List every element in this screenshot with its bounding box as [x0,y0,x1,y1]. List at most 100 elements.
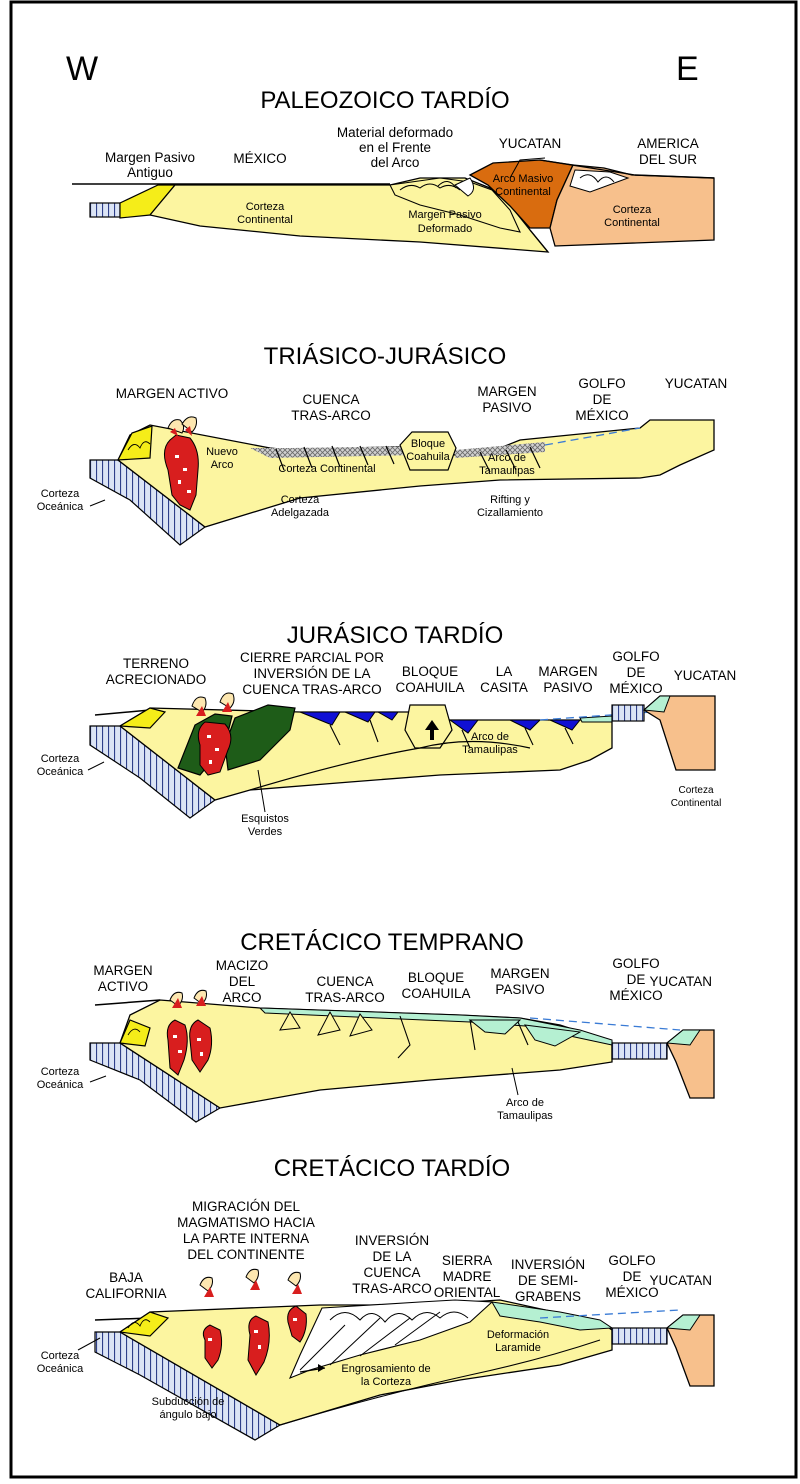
panel-title: JURÁSICO TARDÍO [287,622,503,649]
label-baja-2: CALIFORNIA [85,1286,166,1301]
label-baja-1: BAJA [109,1270,143,1285]
label-arco-masivo-1: Arco Masivo [493,173,554,185]
label-bloque-2: Coahuila [406,451,450,463]
label-arco-tamaulipas-2: Tamaulipas [462,744,518,756]
gulf-oceanic-crust [612,1043,667,1059]
label-arco-tamaulipas-2: Tamaulipas [479,465,535,477]
panel-jurasico-tardio: JURÁSICO TARDÍO [37,622,737,838]
label-margen-pasivo-antiguo-2: Antiguo [127,165,173,180]
label-inversion-semi-3: GRABENS [515,1289,581,1304]
label-material-3: del Arco [371,155,420,170]
panel-title: CRETÁCICO TARDÍO [274,1155,510,1182]
label-terreno-1: TERRENO [123,656,189,671]
label-rifting-1: Rifting y [490,494,530,506]
label-laramide-2: Laramide [495,1342,541,1354]
label-migracion-3: LA PARTE INTERNA [183,1231,309,1246]
label-material-1: Material deformado [337,125,453,140]
label-inversion-cuenca-3: CUENCA [363,1265,420,1280]
label-inversion-cuenca-2: DE LA [372,1249,411,1264]
label-corteza-adelgazada-1: Corteza [281,494,320,506]
label-margen-pasivo-2: PASIVO [482,400,531,415]
label-golfo-3: MÉXICO [609,681,662,696]
label-inversion-semi-2: DE SEMI- [518,1273,578,1288]
label-margen-pasivo-2: PASIVO [495,982,544,997]
label-cierre-2: INVERSIÓN DE LA [253,666,370,681]
label-yucatan: YUCATAN [674,668,737,683]
panel-cretacico-temprano: CRETÁCICO TEMPRANO MARGEN ACTIVO MACIZO … [37,929,714,1122]
label-america-2: DEL SUR [639,152,697,167]
label-cuenca-2: TRAS-ARCO [291,408,371,423]
label-sierra-1: SIERRA [442,1253,492,1268]
label-yucatan: YUCATAN [649,1273,712,1288]
label-macizo-3: ARCO [222,990,261,1005]
label-golfo-3: MÉXICO [609,988,662,1003]
label-subduccion-1: Subducción de [152,1396,225,1408]
label-arco-masivo-2: Continental [495,186,551,198]
label-corteza-2: Continental [237,214,293,226]
label-corteza-continental: Corteza Continental [278,463,375,475]
label-bloque-2: COAHUILA [395,680,464,695]
label-macizo-1: MACIZO [216,958,269,973]
label-engrosamiento-1: Engrosamiento de [341,1363,430,1375]
oceanic-crust-block [90,203,120,217]
label-corteza-sa-2: Continental [604,217,660,229]
panel-title: PALEOZOICO TARDÍO [260,87,509,114]
label-golfo-2: DE [627,665,646,680]
label-laramide-1: Deformación [487,1329,549,1341]
label-esquistos-2: Verdes [248,826,283,838]
label-macizo-2: DEL [229,974,256,989]
label-rifting-2: Cizallamiento [477,507,543,519]
label-migracion-2: MAGMATISMO HACIA [177,1215,315,1230]
label-arco-tamaulipas-1: Arco de [488,452,526,464]
panel-triasico-jurasico: TRIÁSICO-JURÁSICO MARGEN ACTIVO CUENCA T… [37,343,728,545]
label-america-1: AMERICA [637,136,699,151]
label-margen-activo: MARGEN ACTIVO [116,386,229,401]
label-bloque-2: COAHUILA [401,986,470,1001]
label-margen-activo-2: ACTIVO [98,979,148,994]
gulf-oceanic-crust [612,1328,667,1344]
label-nuevo-arco-1: Nuevo [206,446,238,458]
label-cuenca-2: TRAS-ARCO [305,990,385,1005]
label-cuenca-1: CUENCA [316,974,373,989]
label-corteza-continental-1: Corteza [678,785,713,796]
label-margen-pasivo-2: PASIVO [543,680,592,695]
label-inversion-cuenca-4: TRAS-ARCO [352,1281,432,1296]
label-corteza-1: Corteza [246,201,285,213]
label-corteza-oceanica-1: Corteza [41,1350,80,1362]
label-corteza-oceanica-2: Oceánica [37,501,84,513]
label-sierra-3: ORIENTAL [434,1285,501,1300]
label-margen-deformado-1: Margen Pasivo [408,209,481,221]
panel-title: CRETÁCICO TEMPRANO [240,929,524,956]
label-golfo-2: DE [627,972,646,987]
label-margen-activo-1: MARGEN [93,963,152,978]
label-yucatan: YUCATAN [665,376,728,391]
label-corteza-sa-1: Corteza [613,204,652,216]
label-yucatan: YUCATAN [649,974,712,989]
panel-cretacico-tardio: CRETÁCICO TARDÍO MIGRACIÓN DEL MAGMA [37,1155,714,1440]
panel-title: TRIÁSICO-JURÁSICO [264,343,507,370]
label-engrosamiento-2: la Corteza [361,1376,412,1388]
label-golfo-1: GOLFO [612,649,659,664]
label-cierre-1: CIERRE PARCIAL POR [240,650,384,665]
east-label: E [676,50,699,88]
label-arco-tamaulipas-2: Tamaulipas [497,1110,553,1122]
label-corteza-oceanica-2: Oceánica [37,1079,84,1091]
west-label: W [66,50,98,88]
label-la-casita-2: CASITA [480,680,528,695]
label-golfo-3: MÉXICO [575,408,628,423]
label-corteza-oceanica-1: Corteza [41,1066,80,1078]
label-subduccion-2: ángulo bajo [160,1409,217,1421]
label-migracion-4: DEL CONTINENTE [187,1247,304,1262]
label-golfo-2: DE [593,392,612,407]
label-margen-pasivo-1: MARGEN [538,664,597,679]
label-golfo-1: GOLFO [608,1253,655,1268]
label-corteza-oceanica-2: Oceánica [37,1363,84,1375]
label-mexico: MÉXICO [233,151,286,166]
gulf-oceanic-crust [612,705,644,721]
label-bloque-1: Bloque [411,438,445,450]
label-material-2: en el Frente [359,140,431,155]
label-margen-pasivo-antiguo-1: Margen Pasivo [105,150,195,165]
label-bloque-1: BLOQUE [408,970,464,985]
label-bloque-1: BLOQUE [402,664,458,679]
